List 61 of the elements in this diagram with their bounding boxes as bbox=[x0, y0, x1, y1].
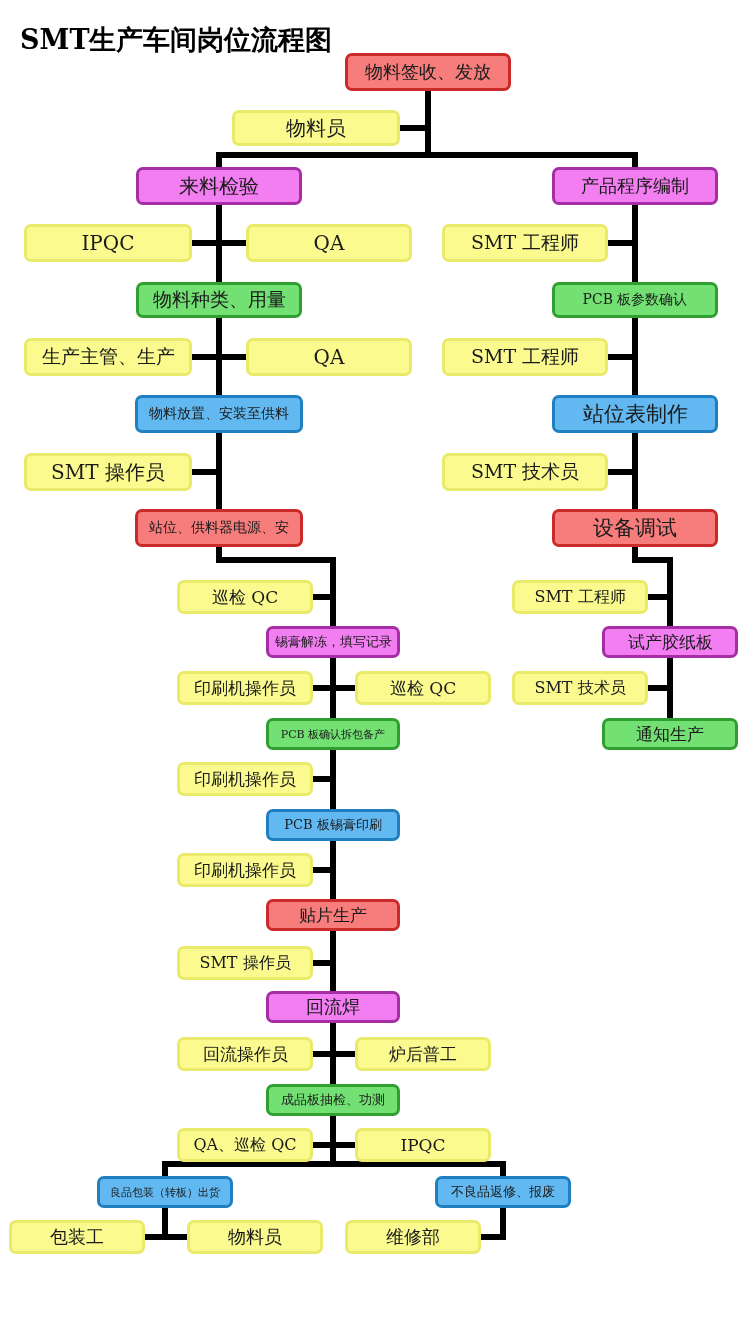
step-box: PCB 板确认拆包备产 bbox=[266, 718, 400, 750]
connector-line bbox=[481, 1208, 506, 1240]
connector-line bbox=[608, 433, 638, 475]
connector-line bbox=[330, 1023, 355, 1057]
role-box: 物料员 bbox=[232, 110, 400, 146]
connector-line bbox=[313, 841, 336, 873]
role-box: 巡检 QC bbox=[177, 580, 313, 614]
step-box: 不良品返修、报废 bbox=[435, 1176, 571, 1208]
connector-line bbox=[330, 1116, 355, 1148]
role-box: 炉后普工 bbox=[355, 1037, 491, 1071]
role-box: SMT 工程师 bbox=[442, 224, 608, 262]
step-box: PCB 板参数确认 bbox=[552, 282, 718, 318]
connector-line bbox=[313, 931, 336, 966]
step-box: 成品板抽检、功测 bbox=[266, 1084, 400, 1116]
step-box: 物料签收、发放 bbox=[345, 53, 511, 91]
role-box: 印刷机操作员 bbox=[177, 671, 313, 705]
role-box: 物料员 bbox=[187, 1220, 323, 1254]
diagram-title: SMT生产车间岗位流程图 bbox=[20, 23, 333, 57]
role-box: SMT 工程师 bbox=[442, 338, 608, 376]
role-box: SMT 工程师 bbox=[512, 580, 648, 614]
step-box: 试产胶纸板 bbox=[602, 626, 738, 658]
step-box: 通知生产 bbox=[602, 718, 738, 750]
step-box: 物料放置、安装至供料 bbox=[135, 395, 303, 433]
step-box: 锡膏解冻，填写记录 bbox=[266, 626, 400, 658]
step-box: 良品包装（转板）出货 bbox=[97, 1176, 233, 1208]
role-box: 印刷机操作员 bbox=[177, 762, 313, 796]
step-box: 回流焊 bbox=[266, 991, 400, 1023]
connector-line bbox=[608, 318, 638, 360]
step-box: 站位表制作 bbox=[552, 395, 718, 433]
role-box: SMT 技术员 bbox=[442, 453, 608, 491]
connector-line bbox=[608, 205, 638, 246]
role-box: IPQC bbox=[355, 1128, 491, 1162]
role-box: QA bbox=[246, 338, 412, 376]
role-box: QA bbox=[246, 224, 412, 262]
role-box: 巡检 QC bbox=[355, 671, 491, 705]
step-box: 来料检验 bbox=[136, 167, 302, 205]
step-box: 物料种类、用量 bbox=[136, 282, 302, 318]
role-box: IPQC bbox=[24, 224, 192, 262]
step-box: 设备调试 bbox=[552, 509, 718, 547]
connector-line bbox=[313, 750, 336, 782]
step-box: 站位、供料器电源、安 bbox=[135, 509, 303, 547]
connector-line bbox=[632, 547, 673, 600]
step-box: PCB 板锡膏印刷 bbox=[266, 809, 400, 841]
role-box: QA、巡检 QC bbox=[177, 1128, 313, 1162]
connector-line bbox=[400, 91, 431, 131]
connector-line bbox=[216, 318, 246, 360]
connector-line bbox=[162, 1208, 187, 1240]
role-box: 包装工 bbox=[9, 1220, 145, 1254]
role-box: SMT 操作员 bbox=[177, 946, 313, 980]
connector-line bbox=[330, 658, 355, 691]
role-box: 回流操作员 bbox=[177, 1037, 313, 1071]
step-box: 贴片生产 bbox=[266, 899, 400, 931]
role-box: 生产主管、生产 bbox=[24, 338, 192, 376]
role-box: 印刷机操作员 bbox=[177, 853, 313, 887]
role-box: SMT 技术员 bbox=[512, 671, 648, 705]
role-box: SMT 操作员 bbox=[24, 453, 192, 491]
step-box: 产品程序编制 bbox=[552, 167, 718, 205]
role-box: 维修部 bbox=[345, 1220, 481, 1254]
connector-line bbox=[192, 433, 222, 475]
connector-line bbox=[216, 205, 246, 246]
connector-line bbox=[648, 658, 673, 691]
